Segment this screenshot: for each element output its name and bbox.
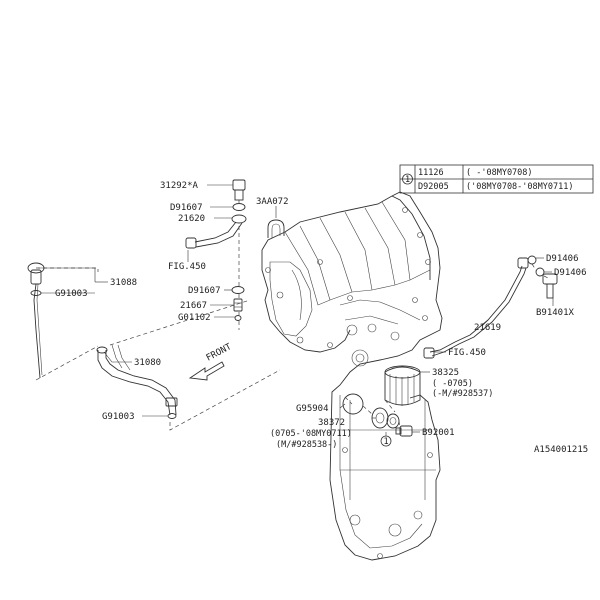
ref-circle-label: 1 — [383, 437, 388, 447]
label-38372: 38372 — [318, 418, 345, 428]
diagram-code: A154001215 — [534, 445, 588, 455]
table-row-1-range: ( -'08MY0708) — [466, 168, 533, 178]
callout-labels: 31292*A D91607 21620 FIG.450 3AA072 3108… — [55, 181, 588, 455]
label-31088: 31088 — [110, 278, 137, 288]
strainer-21667 — [233, 298, 243, 312]
bolt-b91401x — [542, 273, 558, 299]
front-arrow — [188, 361, 225, 381]
label-d91607-mid: D91607 — [188, 286, 221, 296]
adapter-38372 — [371, 407, 400, 429]
table-row-2-range: ('08MY0708-'08MY0711) — [466, 182, 573, 192]
table-ref-circle-label: 1 — [405, 175, 410, 185]
label-g91003-bot: G91003 — [102, 412, 135, 422]
label-d91406-b: D91406 — [554, 268, 587, 278]
table-row-1-part: 11126 — [418, 168, 444, 178]
label-3aa072: 3AA072 — [256, 197, 289, 207]
transmission-case — [261, 191, 443, 561]
label-31080: 31080 — [134, 358, 161, 368]
ring-g01102 — [234, 315, 242, 321]
label-d91406-a: D91406 — [546, 254, 579, 264]
table-row-2-part: D92005 — [418, 182, 449, 192]
label-38372-range1: (0705-'08MY0711) — [270, 429, 352, 439]
label-fig450-right: FIG.450 — [448, 348, 486, 358]
label-front: FRONT — [205, 342, 234, 364]
hose-3aa072 — [267, 219, 285, 238]
label-b92001: B92001 — [422, 428, 455, 438]
plug-31292a — [232, 179, 246, 201]
label-38372-range2: (M/#928538-) — [276, 440, 337, 450]
washer-d91406-a — [527, 255, 537, 265]
label-38325-range1: ( -0705) — [432, 379, 473, 389]
dipstick-31088 — [27, 262, 45, 379]
washer-d91607-mid — [231, 286, 245, 294]
revision-table: 1 11126 ( -'08MY0708) D92005 ('08MY0708-… — [399, 164, 594, 194]
label-g91003-top: G91003 — [55, 289, 88, 299]
label-d91607-top: D91607 — [170, 203, 203, 213]
cooler-pipe-21619 — [423, 257, 529, 359]
drain-plug-b92001 — [395, 425, 413, 437]
label-21620: 21620 — [178, 214, 205, 224]
label-31292a: 31292*A — [160, 181, 199, 191]
washer-d91607-top — [232, 203, 246, 211]
label-21667: 21667 — [180, 301, 207, 311]
oil-filter — [384, 365, 421, 406]
leader-lines — [38, 184, 554, 436]
ring-g91003-bot — [167, 413, 177, 419]
label-38325-range2: (-M/#928537) — [432, 389, 493, 399]
label-g95904: G95904 — [296, 404, 329, 414]
guide-tube-31080 — [96, 344, 178, 416]
label-21619: 21619 — [474, 323, 501, 333]
assembly-lines — [35, 200, 549, 431]
label-g01102: G01102 — [178, 313, 211, 323]
label-b91401x: B91401X — [536, 308, 575, 318]
pipe-21620 — [185, 214, 247, 249]
label-38325: 38325 — [432, 368, 459, 378]
label-fig450-left: FIG.450 — [168, 262, 206, 272]
ref-circle — [380, 435, 392, 447]
o-ring-g95904 — [342, 393, 364, 415]
